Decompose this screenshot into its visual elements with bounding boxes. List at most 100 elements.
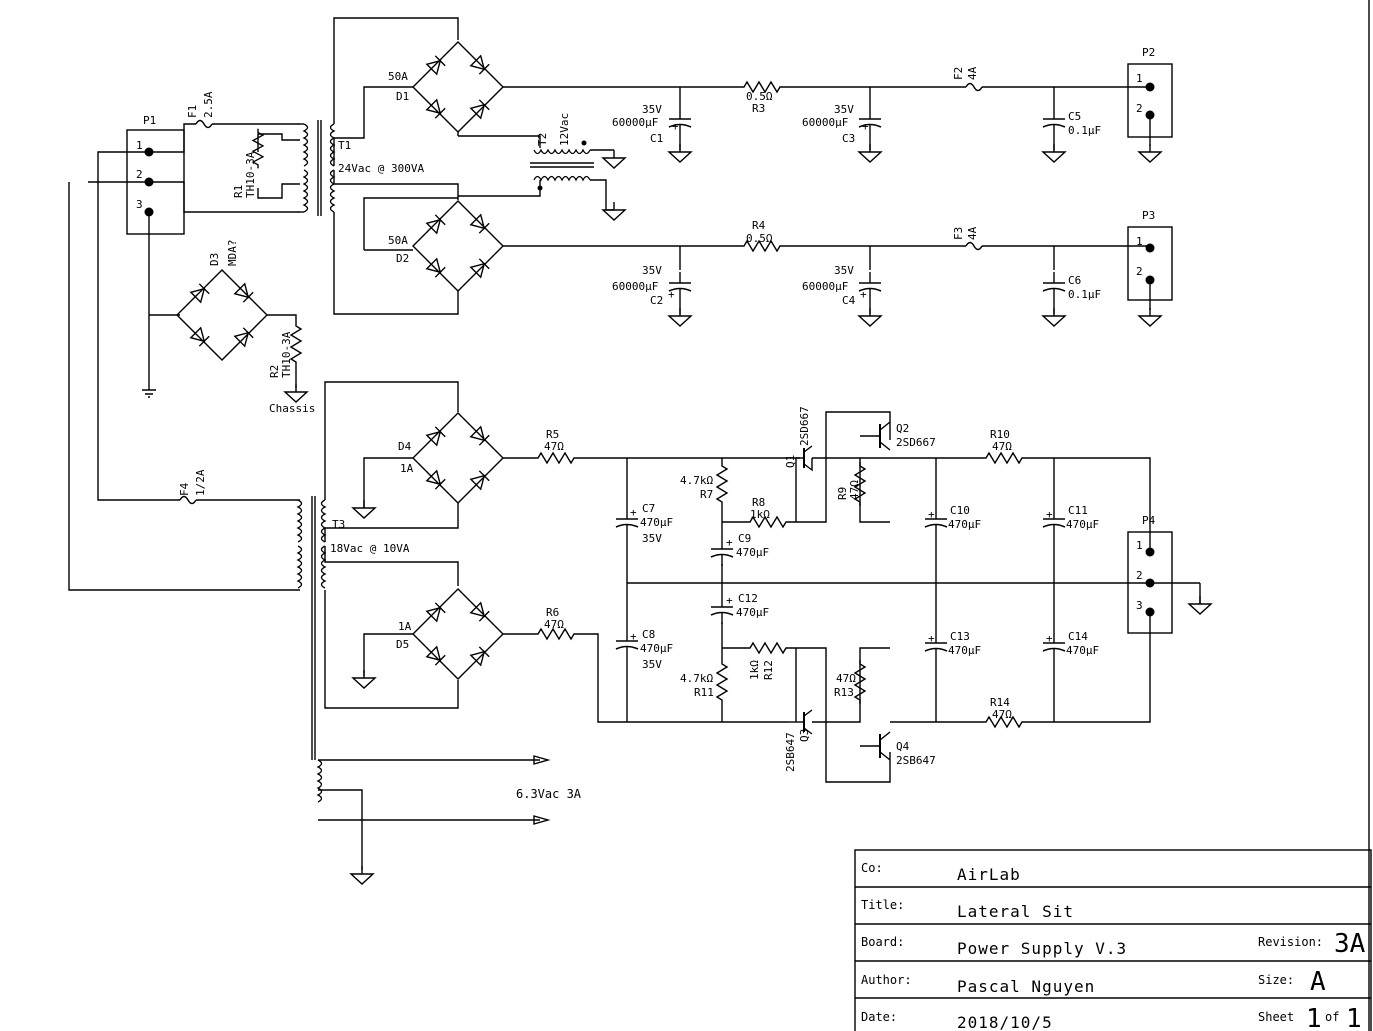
p3-pin1: 1 — [1136, 235, 1143, 248]
svg-text:+: + — [862, 120, 869, 133]
r13-value: 47Ω — [836, 672, 856, 685]
bridge-d1: 50A D1 — [388, 41, 504, 133]
svg-text:+: + — [726, 536, 733, 549]
resistor-r10: R10 47Ω — [990, 428, 1012, 453]
rail-second — [503, 240, 1150, 270]
c10-ref: C10 — [950, 504, 970, 517]
f3-ref: F3 — [952, 227, 965, 240]
resistor-r11: 4.7kΩ R11 — [680, 659, 728, 705]
co-value: AirLab — [957, 865, 1021, 884]
capacitor-c13: + C13 470μF — [924, 630, 981, 661]
d3-ref: D3 — [208, 253, 221, 266]
r9-ref: R9 — [836, 487, 849, 500]
of-label: of — [1325, 1010, 1339, 1024]
q3-ref: Q3 — [798, 729, 811, 742]
svg-text:+: + — [928, 632, 935, 645]
t2-rating: 12Vac — [558, 113, 571, 146]
f4-value: 1/2A — [194, 469, 207, 496]
rail-top — [503, 81, 1150, 108]
author-label: Author: — [861, 973, 912, 987]
r3-ref: R3 — [752, 102, 765, 115]
q3-part: 2SB647 — [784, 732, 797, 772]
c11-ref: C11 — [1068, 504, 1088, 517]
svg-text:+: + — [1046, 508, 1053, 521]
svg-text:+: + — [630, 630, 637, 643]
c4-ref: C4 — [842, 294, 856, 307]
r13-ref: R13 — [834, 686, 854, 699]
svg-text:+: + — [672, 120, 679, 133]
c8-ref: C8 — [642, 628, 655, 641]
sheet-label: Sheet — [1258, 1010, 1294, 1024]
c13-value: 470μF — [948, 644, 981, 657]
fuse-f2: F2 4A — [952, 66, 979, 80]
resistor-r6: R6 47Ω — [544, 606, 564, 631]
c8-voltage: 35V — [642, 658, 662, 671]
c6-value: 0.1μF — [1068, 288, 1101, 301]
c6-ref: C6 — [1068, 274, 1081, 287]
title-block: Co: AirLab Title: Lateral Sit Board: Pow… — [854, 849, 1372, 1031]
capacitor-c14: + C14 470μF — [1042, 630, 1099, 661]
c2-value: 60000μF — [612, 280, 658, 293]
connector-p1: P1 1 2 3 — [126, 114, 185, 235]
bridge-d2: 50A D2 — [388, 200, 504, 292]
c14-ref: C14 — [1068, 630, 1088, 643]
board-label: Board: — [861, 935, 904, 949]
p2-pin2: 2 — [1136, 102, 1143, 115]
f4-ref: F4 — [178, 482, 191, 496]
t1-ref: T1 — [338, 139, 351, 152]
r10-value: 47Ω — [992, 440, 1012, 453]
regulator-wiring — [503, 411, 1212, 783]
revision-value: 3A — [1334, 929, 1366, 959]
r8-value: 1kΩ — [750, 508, 770, 521]
p3-ref: P3 — [1142, 209, 1155, 222]
thermistor-r1: R1 TH10-3A — [232, 128, 300, 199]
resistor-r3: 0.5Ω R3 — [746, 90, 773, 115]
capacitor-c9: + C9 470μF — [710, 532, 769, 567]
f2-value: 4A — [966, 66, 979, 80]
c3-voltage: 35V — [834, 103, 854, 116]
r6-value: 47Ω — [544, 618, 564, 631]
resistor-r12: 1kΩ R12 — [745, 642, 791, 680]
q2-part: 2SD667 — [896, 436, 936, 449]
c10-value: 470μF — [948, 518, 981, 531]
p2-ref: P2 — [1142, 46, 1155, 59]
t1-rating: 24Vac @ 300VA — [338, 162, 424, 175]
c1-ref: C1 — [650, 132, 663, 145]
r3-value: 0.5Ω — [746, 90, 773, 103]
f1-ref: F1 — [186, 105, 199, 118]
c13-ref: C13 — [950, 630, 970, 643]
p3-pin2: 2 — [1136, 265, 1143, 278]
date-label: Date: — [861, 1010, 897, 1024]
connector-p3: P3 1 2 — [1127, 209, 1173, 327]
c3-ref: C3 — [842, 132, 855, 145]
author-value: Pascal Nguyen — [957, 977, 1095, 996]
p4-pin2: 2 — [1136, 569, 1143, 582]
r11-ref: R11 — [694, 686, 714, 699]
sheet-count: 1 — [1346, 1004, 1362, 1031]
f1-value: 2.5A — [202, 91, 215, 118]
c12-ref: C12 — [738, 592, 758, 605]
r9-value: 47Ω — [848, 480, 861, 500]
p1-pin2: 2 — [136, 168, 143, 181]
c1-voltage: 35V — [642, 103, 662, 116]
r11-value: 4.7kΩ — [680, 672, 713, 685]
d4-ref: D4 — [398, 440, 412, 453]
c5-ref: C5 — [1068, 110, 1081, 123]
capacitor-c11: + C11 470μF — [1042, 504, 1099, 537]
resistor-r9: R9 47Ω — [836, 461, 866, 507]
r2-value: TH10-3A — [280, 331, 293, 378]
transformer-t2: T2 12Vac — [530, 113, 626, 221]
transformer-t3: T3 18Vac @ 10VA 6.3Vac 3A — [297, 496, 582, 885]
d2-rating: 50A — [388, 234, 408, 247]
fuse-f4: F4 1/2A — [178, 469, 207, 505]
r1-value: TH10-3A — [244, 151, 257, 198]
transistor-q1: Q1 2SD667 — [784, 406, 813, 472]
capacitor-c6: C6 0.1μF — [1042, 271, 1101, 327]
p4-pin3: 3 — [1136, 599, 1143, 612]
c3-value: 60000μF — [802, 116, 848, 129]
resistor-r7: 4.7kΩ R7 — [680, 461, 728, 507]
chassis-label: Chassis — [269, 402, 315, 415]
r6-ref: R6 — [546, 606, 559, 619]
d3-rating: MDA? — [226, 240, 239, 267]
